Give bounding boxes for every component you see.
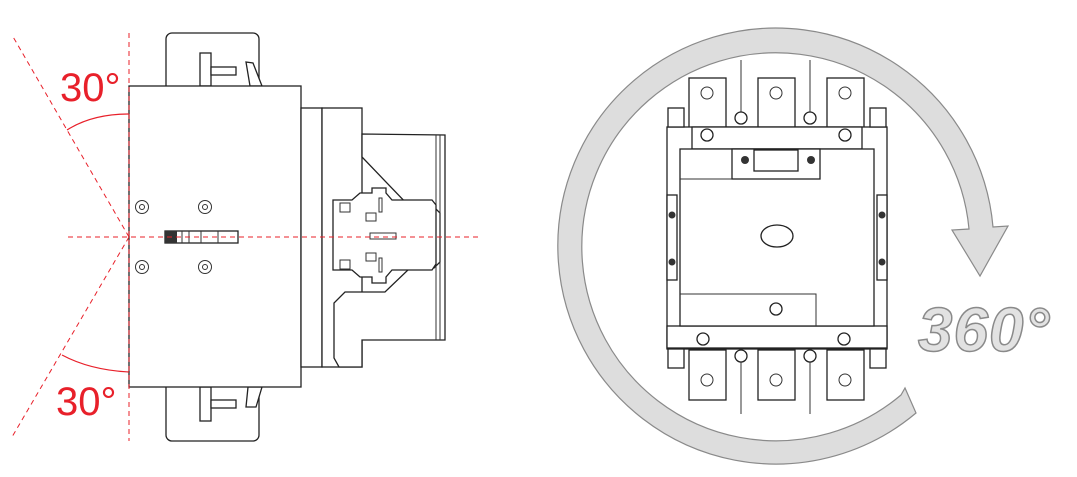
front-view-contactor <box>666 60 888 414</box>
din-rail-clip <box>332 187 437 284</box>
bottom-angle-label: 30° <box>56 380 117 424</box>
bottom-terminals <box>688 349 865 414</box>
tilt-angle-guides <box>11 33 478 441</box>
bottom-mounting-tab <box>165 380 260 442</box>
center-window <box>760 224 794 248</box>
top-angle-label: 30° <box>60 66 121 110</box>
top-terminals <box>688 60 865 129</box>
bottom-angle-arc <box>61 354 130 373</box>
rotation-label: 360° <box>917 296 1051 365</box>
rotation-arrow <box>557 27 1010 465</box>
top-angle-arc <box>66 113 130 131</box>
top-mounting-tab <box>165 32 260 94</box>
